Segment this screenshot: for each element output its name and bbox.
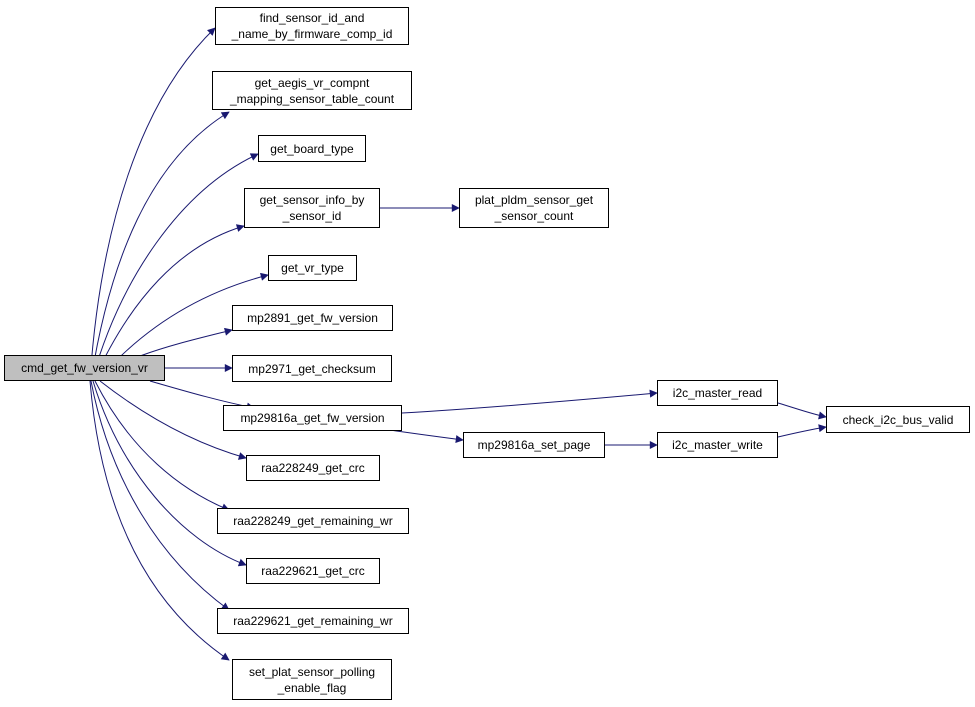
node-raa229621-get-remaining-wr[interactable]: raa229621_get_remaining_wr bbox=[217, 608, 409, 634]
node-mp29816a-get-fw-version[interactable]: mp29816a_get_fw_version bbox=[223, 405, 402, 431]
node-mp2891-get-fw-version[interactable]: mp2891_get_fw_version bbox=[232, 305, 393, 331]
node-get-aegis-vr-compnt-mapping[interactable]: get_aegis_vr_compnt _mapping_sensor_tabl… bbox=[212, 71, 412, 110]
node-find-sensor-id-and-name[interactable]: find_sensor_id_and _name_by_firmware_com… bbox=[215, 7, 409, 45]
node-i2c-master-write[interactable]: i2c_master_write bbox=[657, 432, 778, 458]
node-raa228249-get-crc[interactable]: raa228249_get_crc bbox=[246, 455, 380, 481]
edge-i2c-write-to-check-bus bbox=[777, 424, 827, 438]
edge-mp29816a-to-set-page bbox=[389, 429, 464, 444]
node-get-vr-type[interactable]: get_vr_type bbox=[268, 255, 357, 281]
edge-root-to-mp29816a-fw-version bbox=[149, 380, 255, 411]
node-get-board-type[interactable]: get_board_type bbox=[258, 135, 366, 162]
edge-root-to-mp2891 bbox=[139, 327, 233, 357]
edge-root-to-raa229621-remaining bbox=[90, 380, 230, 611]
edge-root-to-get-sensor-info bbox=[93, 224, 245, 381]
node-check-i2c-bus-valid[interactable]: check_i2c_bus_valid bbox=[826, 406, 970, 433]
node-mp29816a-set-page[interactable]: mp29816a_set_page bbox=[463, 432, 605, 458]
edge-mp29816a-to-i2c-master-read bbox=[401, 389, 658, 414]
edge-root-to-get-aegis-vr-compnt bbox=[90, 111, 230, 381]
node-raa229621-get-crc[interactable]: raa229621_get_crc bbox=[246, 558, 380, 584]
edge-root-to-raa228249-remaining bbox=[94, 380, 230, 511]
edge-root-to-get-board-type bbox=[91, 153, 259, 381]
node-cmd-get-fw-version-vr[interactable]: cmd_get_fw_version_vr bbox=[4, 355, 165, 381]
node-i2c-master-read[interactable]: i2c_master_read bbox=[657, 380, 778, 406]
edge-root-to-raa228249-crc bbox=[99, 380, 247, 460]
node-get-sensor-info-by-sensor-id[interactable]: get_sensor_info_by _sensor_id bbox=[244, 188, 380, 228]
edge-i2c-read-to-check-bus bbox=[777, 402, 827, 420]
node-plat-pldm-sensor-get-sensor-count[interactable]: plat_pldm_sensor_get _sensor_count bbox=[459, 188, 609, 228]
node-mp2971-get-checksum[interactable]: mp2971_get_checksum bbox=[232, 355, 392, 382]
node-set-plat-sensor-polling-enable-flag[interactable]: set_plat_sensor_polling _enable_flag bbox=[232, 659, 392, 700]
edge-root-to-set-plat-sensor-polling bbox=[89, 380, 230, 661]
edge-root-to-find-sensor-id bbox=[89, 27, 216, 381]
node-raa228249-get-remaining-wr[interactable]: raa228249_get_remaining_wr bbox=[217, 508, 409, 534]
edge-root-to-raa229621-crc bbox=[92, 380, 247, 567]
